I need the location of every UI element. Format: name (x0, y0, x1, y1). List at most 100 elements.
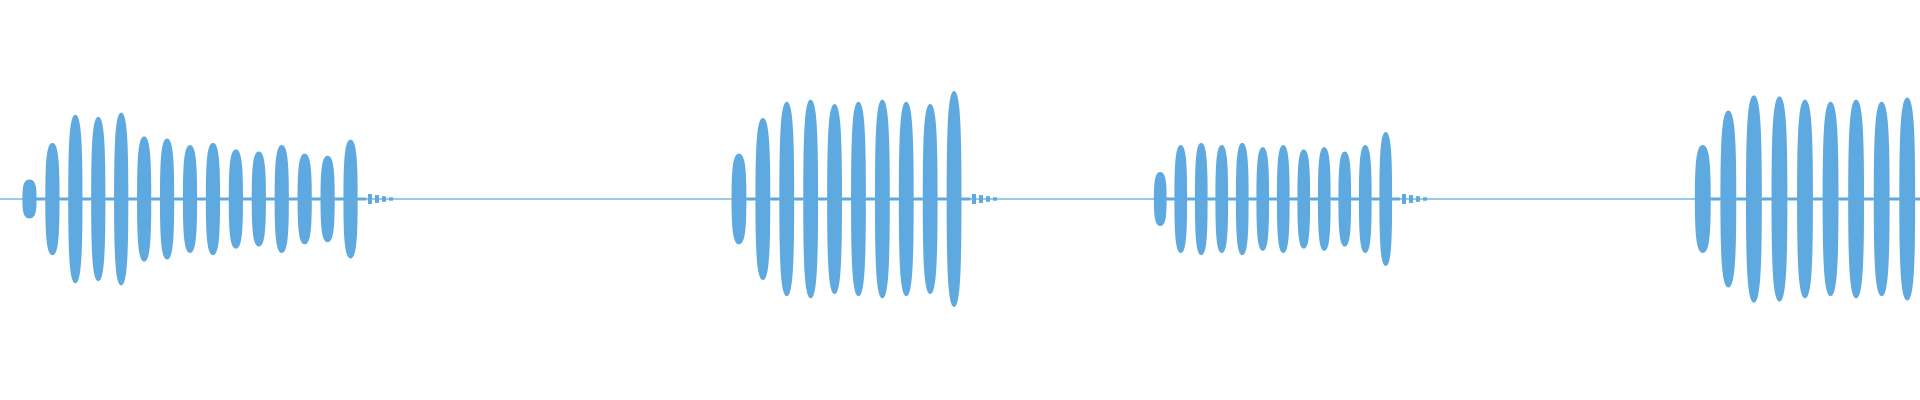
waveform-connector (36, 197, 46, 201)
waveform-connector (1371, 197, 1380, 201)
waveform-connector (1392, 197, 1400, 201)
waveform-tail (993, 197, 997, 201)
waveform-pulse (1235, 142, 1249, 256)
waveform-pulse (1899, 97, 1916, 301)
waveform-pulse (251, 151, 266, 247)
waveform-tail (979, 195, 983, 203)
waveform-pulse (45, 142, 60, 256)
waveform-pulse (803, 99, 819, 299)
waveform-pulse (1317, 147, 1331, 251)
waveform-pulse (779, 101, 795, 297)
waveform-tail (972, 194, 976, 204)
waveform-burst-3 (1153, 132, 1427, 266)
waveform-pulse (1358, 145, 1372, 253)
waveform-pulse (851, 101, 866, 297)
waveform-pulse (1720, 110, 1737, 288)
waveform-connector (1228, 197, 1236, 201)
waveform-tail (1402, 194, 1406, 204)
waveform-tail (1423, 197, 1427, 201)
waveform-pulse (1153, 172, 1167, 226)
waveform-pulse (1297, 149, 1311, 249)
waveform-connector (746, 197, 756, 201)
waveform-connector (961, 197, 971, 201)
waveform-connector (1248, 197, 1257, 201)
waveform-connector (794, 197, 804, 201)
waveform-connector (889, 197, 899, 201)
waveform-connector (151, 197, 160, 201)
waveform-connector (1864, 197, 1874, 201)
waveform-pulse (320, 155, 335, 243)
waveform-connector (1330, 197, 1339, 201)
waveform-tail (1409, 195, 1413, 203)
waveform-connector (1889, 197, 1900, 201)
waveform-pulse (731, 153, 747, 245)
waveform-connector (311, 197, 321, 201)
waveform-pulse (1194, 142, 1208, 256)
waveform-connector (1838, 197, 1849, 201)
waveform-pulse (1822, 101, 1839, 297)
waveform-pulse (1694, 145, 1711, 253)
waveform-connector (1207, 197, 1216, 201)
waveform-pulse (1873, 101, 1890, 297)
waveform-connector (913, 197, 923, 201)
waveform-pulse (827, 103, 842, 295)
waveform-connector (357, 197, 367, 201)
waveform-connector (1736, 197, 1746, 201)
waveform-connector (334, 197, 344, 201)
waveform-tail (389, 197, 393, 201)
waveform-connector (1812, 197, 1823, 201)
waveform-connector (288, 197, 298, 201)
waveform-tail (1416, 196, 1420, 202)
waveform-connector (265, 197, 275, 201)
waveform-pulse (1215, 145, 1229, 253)
waveform-pulse (205, 142, 221, 256)
waveform-tail (375, 195, 379, 203)
waveform-pulse (1848, 99, 1865, 299)
waveform-connector (865, 197, 875, 201)
waveform-connector (1289, 197, 1298, 201)
waveform-connector (1710, 197, 1721, 201)
waveform-connector (59, 197, 69, 201)
waveform-connector (818, 197, 828, 201)
waveform-tail (368, 194, 372, 204)
waveform-connector (1915, 197, 1920, 201)
waveform-connector (937, 197, 947, 201)
waveform-connector (1351, 197, 1359, 201)
waveform-pulse (874, 99, 890, 299)
waveform-pulse (1256, 147, 1270, 251)
waveform-connector (1166, 197, 1175, 201)
waveform-pulse (1771, 96, 1788, 302)
waveform-connector (1269, 197, 1277, 201)
waveform-pulse (1379, 132, 1393, 266)
waveform-pulse (1276, 145, 1290, 253)
waveform-pulse (114, 112, 129, 286)
waveform-burst-4 (1694, 95, 1920, 303)
waveform-burst-2 (731, 91, 997, 307)
waveform-connector (220, 197, 229, 201)
waveform-pulse (1174, 145, 1188, 253)
waveform-pulse (343, 139, 358, 259)
waveform-connector (128, 197, 138, 201)
waveform-pulse (1745, 95, 1762, 303)
waveform-pulse (22, 179, 37, 219)
waveform-tail (986, 196, 990, 202)
waveform-connector (770, 197, 780, 201)
waveform-pulse (1338, 151, 1352, 247)
waveform-pulse (68, 114, 83, 284)
waveform-bursts (22, 91, 1920, 307)
waveform-connector (1787, 197, 1798, 201)
waveform-pulse (182, 145, 198, 253)
waveform-burst-1 (22, 112, 393, 286)
waveform-connector (841, 197, 852, 201)
waveform-pulse (297, 153, 312, 245)
waveform-pulse (91, 116, 106, 282)
waveform-connector (82, 197, 92, 201)
waveform-pulse (755, 118, 771, 280)
waveform-pulse (946, 91, 962, 307)
waveform-connector (105, 197, 115, 201)
waveform-pulse (228, 149, 243, 249)
waveform-pulse (1797, 99, 1813, 299)
waveform-connector (1187, 197, 1195, 201)
waveform-pulse (274, 145, 289, 253)
